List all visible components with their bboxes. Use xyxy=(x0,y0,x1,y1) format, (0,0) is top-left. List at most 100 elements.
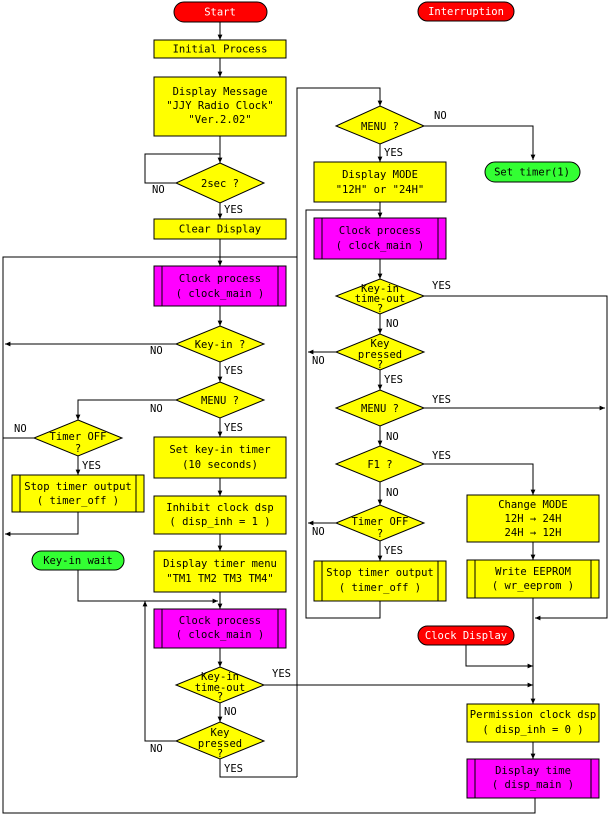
change-mode-line3: 24H → 12H xyxy=(505,527,562,539)
key-pressed-right-line3: ? xyxy=(377,359,383,371)
permission-clock-line1: Permission clock dsp xyxy=(470,709,596,721)
terminal-set-timer: Set timer(1) xyxy=(484,161,581,183)
clear-display-box: Clear Display xyxy=(153,218,287,240)
stop-timer-output-left: Stop timer output ( timer_off ) xyxy=(11,474,145,513)
decision-menu-right-label: MENU ? xyxy=(361,121,399,133)
change-mode-line2: 12H → 24H xyxy=(505,513,562,525)
write-eeprom-line2: ( wr_eeprom ) xyxy=(492,580,574,592)
yes-label-timeout-right: YES xyxy=(432,280,451,292)
stop-timer-output-right: Stop timer output ( timer_off ) xyxy=(313,560,447,602)
key-in-timeout-right-line1: Key-in xyxy=(361,283,399,295)
write-eeprom-box: Write EEPROM ( wr_eeprom ) xyxy=(466,559,600,599)
permission-clock-line2: ( disp_inh = 0 ) xyxy=(482,724,583,736)
no-label-2sec: NO xyxy=(152,184,165,196)
decision-menu2-right-label: MENU ? xyxy=(361,403,399,415)
no-label-pressed-left: NO xyxy=(150,743,163,755)
clock-process-subroutine-1: Clock process ( clock_main ) xyxy=(153,265,287,307)
no-label-menu-left: NO xyxy=(150,403,163,415)
key-pressed-right-line1: Key xyxy=(371,338,390,350)
key-in-timeout-right-line3: ? xyxy=(377,303,383,315)
yes-label-menu-left: YES xyxy=(224,422,243,434)
no-label-timer-off-left: NO xyxy=(14,423,27,435)
stop-timer-left-line1: Stop timer output xyxy=(24,481,131,493)
clock-process-subroutine-right: Clock process ( clock_main ) xyxy=(313,217,447,260)
timer-off-left-line1: Timer OFF xyxy=(50,431,107,443)
no-label-timeout-right: NO xyxy=(386,318,399,330)
key-in-timeout-right-line2: time-out xyxy=(355,293,406,305)
decision-2sec-label: 2sec ? xyxy=(201,178,239,190)
yes-label-timer-off-right: YES xyxy=(384,545,403,557)
clear-display-label: Clear Display xyxy=(179,224,261,236)
key-pressed-right-line2: pressed xyxy=(358,349,402,361)
set-key-in-timer-line2: (10 seconds) xyxy=(182,459,258,471)
decision-menu-right: MENU ? xyxy=(334,105,426,145)
inhibit-clock-line1: Inhibit clock dsp xyxy=(166,502,273,514)
no-label-timer-off-right: NO xyxy=(312,526,325,538)
terminal-start-label: Start xyxy=(204,7,236,19)
decision-menu-left-label: MENU ? xyxy=(201,395,239,407)
no-label-menu2-right: NO xyxy=(386,431,399,443)
yes-label-pressed-left: YES xyxy=(224,763,243,775)
terminal-clock-display-label: Clock Display xyxy=(425,630,507,642)
write-eeprom-line1: Write EEPROM xyxy=(495,566,571,578)
decision-menu2-right: MENU ? xyxy=(334,389,426,427)
display-message-box: Display Message "JJY Radio Clock" "Ver.2… xyxy=(153,76,287,137)
display-time-subroutine: Display time ( disp_main ) xyxy=(466,758,600,799)
inhibit-clock-dsp-box: Inhibit clock dsp ( disp_inh = 1 ) xyxy=(153,495,287,535)
display-time-line1: Display time xyxy=(495,765,571,777)
key-in-timeout-left-line2: time-out xyxy=(195,682,246,694)
key-pressed-left-line2: pressed xyxy=(198,738,242,750)
no-label-key-in: NO xyxy=(150,345,163,357)
display-mode-box: Display MODE "12H" or "24H" xyxy=(313,161,447,203)
key-in-timeout-left-line3: ? xyxy=(217,691,223,703)
display-message-line1: Display Message xyxy=(173,86,268,98)
decision-key-in: Key-in ? xyxy=(174,325,266,363)
decision-f1-label: F1 ? xyxy=(367,459,392,471)
terminal-start: Start xyxy=(173,1,268,23)
display-timer-menu-line2: "TM1 TM2 TM3 TM4" xyxy=(166,573,273,585)
terminal-interruption: Interruption xyxy=(417,1,515,22)
yes-label-timer-off-left: YES xyxy=(82,460,101,472)
yes-label-menu-right: YES xyxy=(384,147,403,159)
no-label-pressed-right: NO xyxy=(312,355,325,367)
decision-timer-off-left: Timer OFF ? xyxy=(32,419,124,457)
clock-process-1-line1: Clock process xyxy=(179,273,261,285)
terminal-interruption-label: Interruption xyxy=(428,6,504,18)
permission-clock-dsp-box: Permission clock dsp ( disp_inh = 0 ) xyxy=(466,703,600,743)
decision-2sec: 2sec ? xyxy=(174,162,266,204)
terminal-key-in-wait: Key-in wait xyxy=(31,550,125,571)
inhibit-clock-line2: ( disp_inh = 1 ) xyxy=(169,516,270,528)
yes-label-menu2-right: YES xyxy=(432,394,451,406)
no-label-f1: NO xyxy=(386,487,399,499)
timer-off-right-line1: Timer OFF xyxy=(352,516,409,528)
display-time-line2: ( disp_main ) xyxy=(492,779,574,791)
connectors xyxy=(2,22,608,814)
decision-key-pressed-left: Key pressed ? xyxy=(174,721,266,760)
change-mode-line1: Change MODE xyxy=(498,499,568,511)
clock-process-right-line2: ( clock_main ) xyxy=(336,240,425,252)
no-label-timeout-left: NO xyxy=(224,706,237,718)
decision-key-pressed-right: Key pressed ? xyxy=(334,333,426,371)
clock-process-subroutine-2: Clock process ( clock_main ) xyxy=(153,608,287,649)
display-timer-menu-box: Display timer menu "TM1 TM2 TM3 TM4" xyxy=(153,550,287,593)
display-message-line2: "JJY Radio Clock" xyxy=(166,100,273,112)
decision-timer-off-right: Timer OFF ? xyxy=(334,504,426,542)
timer-off-left-line2: ? xyxy=(75,443,81,455)
clock-process-1-line2: ( clock_main ) xyxy=(176,288,265,300)
key-pressed-left-line1: Key xyxy=(211,727,230,739)
stop-timer-right-line2: ( timer_off ) xyxy=(339,582,421,594)
clock-process-2-line1: Clock process xyxy=(179,615,261,627)
yes-label-key-in: YES xyxy=(224,365,243,377)
stop-timer-left-line2: ( timer_off ) xyxy=(37,495,119,507)
change-mode-box: Change MODE 12H → 24H 24H → 12H xyxy=(466,494,600,543)
set-key-in-timer-line1: Set key-in timer xyxy=(169,444,270,456)
display-mode-line1: Display MODE xyxy=(342,169,418,181)
decision-f1: F1 ? xyxy=(334,445,426,483)
no-label-menu-right: NO xyxy=(434,110,447,122)
terminal-key-in-wait-label: Key-in wait xyxy=(43,555,113,567)
yes-label-f1: YES xyxy=(432,450,451,462)
display-message-line3: "Ver.2.02" xyxy=(188,114,251,126)
key-in-timeout-left-line1: Key-in xyxy=(201,671,239,683)
clock-process-right-line1: Clock process xyxy=(339,225,421,237)
